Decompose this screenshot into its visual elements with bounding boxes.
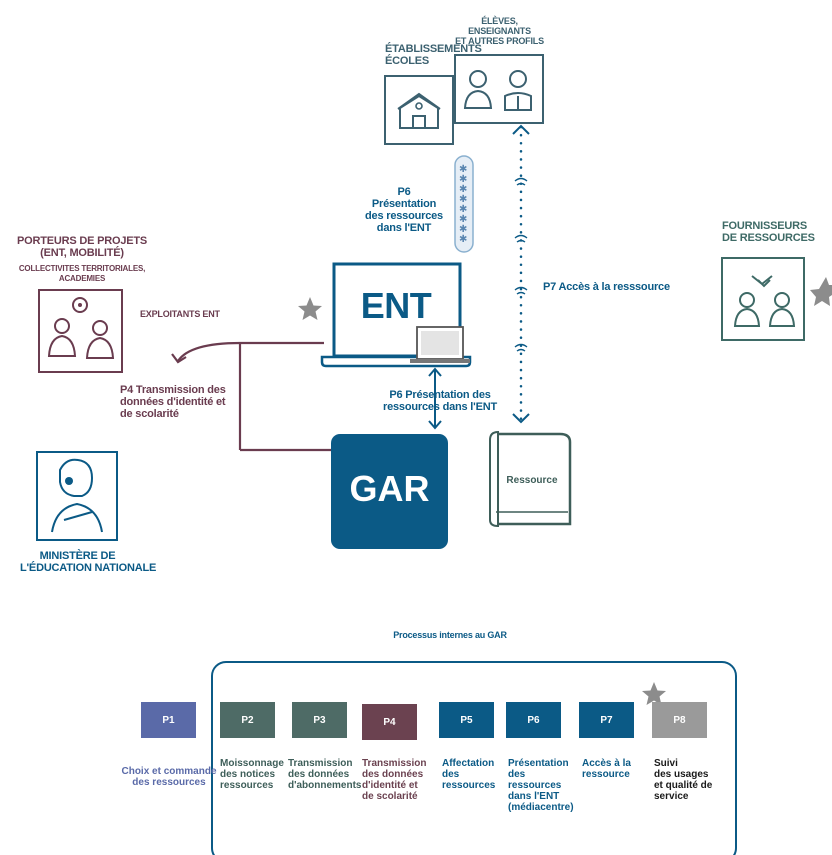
- process-step-p4: P4: [362, 704, 417, 740]
- users-icon: [454, 54, 544, 124]
- process-step-p2: P2: [220, 702, 275, 738]
- svg-text:✱: ✱: [459, 164, 467, 175]
- project-owners-icon: [38, 289, 123, 373]
- process-step-p4-label: Transmission des données d'identité et d…: [362, 758, 427, 802]
- p6-mid-label: P6 Présentation des ressources dans l'EN…: [383, 389, 497, 413]
- ministry-label: MINISTÈRE DE L'ÉDUCATION NATIONALE: [20, 550, 157, 574]
- process-step-p6-label: Présentation des ressources dans l'ENT (…: [508, 758, 574, 813]
- ministry-marianne-icon: [36, 451, 118, 541]
- p7-label: P7 Accès à la resssource: [543, 281, 670, 293]
- school-building-icon: [384, 75, 454, 145]
- users-label: ÉLÈVES, ENSEIGNANTS ET AUTRES PROFILS: [455, 16, 544, 46]
- p7-access-line: [512, 124, 530, 424]
- svg-text:✱: ✱: [459, 194, 467, 205]
- providers-star-icon: [810, 277, 832, 306]
- process-step-p8: P8: [652, 702, 707, 738]
- process-step-p8-label: Suivi des usages et qualité de service: [654, 758, 713, 802]
- ent-laptop-icon: [320, 262, 472, 368]
- providers-label: FOURNISSEURS DE RESSOURCES: [722, 220, 815, 244]
- process-step-p5: P5: [439, 702, 494, 738]
- ent-star-icon: [298, 297, 322, 320]
- gar-box: [331, 434, 448, 549]
- providers-handshake-icon: [721, 257, 805, 341]
- process-container: [211, 661, 737, 855]
- schools-label: ÉTABLISSEMENTS ÉCOLES: [385, 43, 482, 67]
- process-step-p5-label: Affectation des ressources: [442, 758, 496, 791]
- exploitants-label: EXPLOITANTS ENT: [140, 309, 220, 319]
- project-owners-sublabel: COLLECTIVITES TERRITORIALES, ACADEMIES: [18, 264, 146, 283]
- resource-label: Ressource: [506, 475, 558, 486]
- svg-text:✱: ✱: [459, 214, 467, 225]
- p6-key-connector-icon: ✱✱✱ ✱✱✱ ✱✱: [454, 155, 474, 253]
- p8-star-icon: [642, 682, 666, 705]
- process-step-p6: P6: [506, 702, 561, 738]
- p6-top-label: P6 Présentation des ressources dans l'EN…: [365, 186, 443, 234]
- process-step-p3: P3: [292, 702, 347, 738]
- p6-ent-gar-arrow: [428, 367, 442, 430]
- svg-text:✱: ✱: [459, 184, 467, 195]
- svg-text:✱: ✱: [459, 234, 467, 245]
- resource-book-icon: [489, 430, 572, 528]
- project-owners-label: PORTEURS DE PROJETS (ENT, MOBILITÉ): [16, 235, 148, 259]
- process-step-p1: P1: [141, 702, 196, 738]
- process-step-p7-label: Accès à la ressource: [582, 758, 631, 780]
- svg-text:✱: ✱: [459, 224, 467, 235]
- gar-label: GAR: [349, 468, 430, 509]
- p4-label: P4 Transmission des données d'identité e…: [120, 384, 226, 420]
- process-step-p3-label: Transmission des données d'abonnements: [288, 758, 362, 791]
- ent-label: ENT: [360, 285, 432, 326]
- process-step-p2-label: Moissonnage des notices ressources: [220, 758, 284, 791]
- svg-text:✱: ✱: [459, 204, 467, 215]
- p4-transmission-lines: [171, 341, 331, 452]
- process-step-p1-label: Choix et commande des ressources: [121, 766, 217, 788]
- svg-text:✱: ✱: [459, 174, 467, 185]
- process-step-p7: P7: [579, 702, 634, 738]
- process-title: Processus internes au GAR: [393, 630, 507, 640]
